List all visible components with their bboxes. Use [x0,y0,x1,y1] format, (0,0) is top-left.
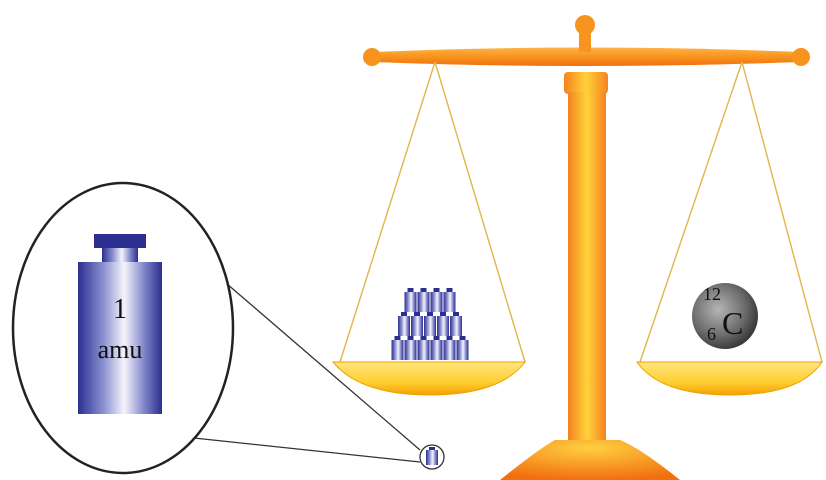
pillar-base [500,440,680,480]
carbon-atomic-number: 6 [707,324,716,344]
small-amu-weight [437,312,449,336]
weight-knob [94,234,146,248]
tiny-weight-zoom-target [420,445,444,469]
finial-neck [579,30,591,52]
small-amu-weight [424,312,436,336]
small-amu-weight [431,288,443,312]
left-pan [333,362,525,395]
small-amu-weight [392,336,404,360]
amu-weight-stack [392,288,469,360]
small-amu-weight [457,336,469,360]
small-amu-weight [450,312,462,336]
right-pan [637,362,822,395]
small-amu-weight [418,336,430,360]
pillar-collar [564,72,608,94]
magnified-amu-weight: 1 amu [13,183,233,473]
small-amu-weight [405,288,417,312]
weight-neck [102,248,138,262]
small-amu-weight [405,336,417,360]
carbon-symbol: C [722,305,743,341]
small-amu-weight [398,312,410,336]
small-amu-weight [418,288,430,312]
carbon-12-atom: 12 6 C [692,283,758,349]
beam-end-right [792,48,810,66]
small-amu-weight [431,336,443,360]
small-amu-weight [411,312,423,336]
small-amu-weight [444,336,456,360]
carbon-mass-number: 12 [703,284,721,304]
weight-unit-label: amu [98,335,143,364]
weight-value-label: 1 [113,294,127,325]
beam-end-left [363,48,381,66]
pillar-column [568,92,606,442]
small-amu-weight [444,288,456,312]
